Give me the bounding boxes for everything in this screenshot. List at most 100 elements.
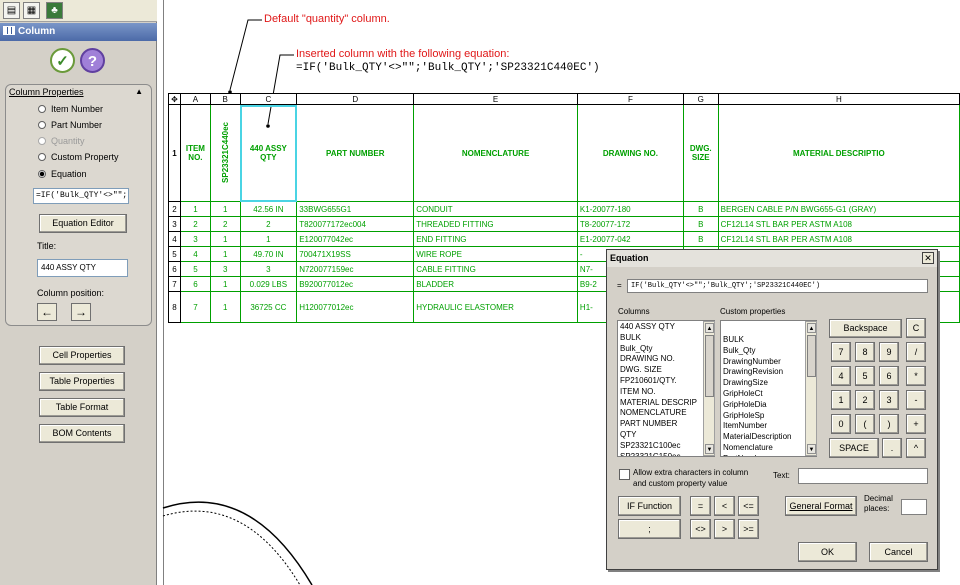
row-number[interactable]: 2 [168,201,181,217]
table-corner-icon[interactable]: ✥ [168,93,181,105]
cell-440-assy-qty[interactable]: 49.70 IN [239,246,298,262]
column-letter[interactable]: F [576,93,684,105]
custom-properties-scrollbar[interactable]: ▲ ▼ [805,321,817,456]
close-icon[interactable]: ✕ [922,252,934,264]
ok-button[interactable]: ✓ [50,48,75,73]
key-dot[interactable]: . [882,438,902,458]
cell-sp23321c440ec[interactable]: 1 [209,201,241,217]
feature-tree-icon[interactable]: ♣ [46,2,63,19]
cell-material-description[interactable]: CF12L14 STL BAR PER ASTM A108 [717,216,960,232]
header-drawing-no[interactable]: DRAWING NO. [576,104,684,202]
cell-item-no[interactable]: 2 [179,216,211,232]
key-9[interactable]: 9 [879,342,899,362]
key-1[interactable]: 1 [831,390,851,410]
key-divide[interactable]: / [906,342,926,362]
cell-sp23321c440ec[interactable]: 1 [209,246,241,262]
list-item[interactable]: DrawingNumber [723,356,781,366]
header-item-no[interactable]: ITEM NO. [179,104,211,202]
cell-item-no[interactable]: 1 [179,201,211,217]
list-item[interactable]: SP23321C100ec [620,440,681,450]
row-number[interactable]: 3 [168,216,181,232]
header-440-assy-qty[interactable]: 440 ASSY QTY [239,104,298,202]
cell-440-assy-qty[interactable]: 2 [239,216,298,232]
list-item[interactable]: NOMENCLATURE [620,408,687,418]
cell-sp23321c440ec[interactable]: 1 [209,231,241,247]
op-not-equal-button[interactable]: <> [690,519,711,539]
cell-part-number[interactable]: 700471X19SS [296,246,415,262]
cell-part-number[interactable]: H120077012ec [296,291,415,323]
text-input[interactable] [798,468,928,484]
table-format-button[interactable]: Table Format [39,398,125,417]
list-item[interactable]: Bulk_Qty [723,345,756,355]
column-letter[interactable]: E [413,93,578,105]
column-letter[interactable]: D [296,93,415,105]
cell-item-no[interactable]: 7 [179,291,211,323]
radio-custom-property[interactable]: Custom Property [38,152,119,162]
op-less-equal-button[interactable]: <= [738,496,759,516]
scroll-down-icon[interactable]: ▼ [807,444,816,454]
cell-dwg-size[interactable]: B [682,201,719,217]
list-item[interactable]: DRAWING NO. [620,354,675,364]
radio-equation[interactable]: Equation [38,169,87,179]
cell-part-number[interactable]: 33BWG655G1 [296,201,415,217]
row-number[interactable]: 1 [168,104,181,202]
header-sp23321c440ec[interactable]: SP23321C440ec [209,104,241,202]
cell-material-description[interactable]: CF12L14 STL BAR PER ASTM A108 [717,231,960,247]
key-minus[interactable]: - [906,390,926,410]
row-number[interactable]: 7 [168,276,181,292]
column-letter[interactable]: C [239,93,298,105]
key-4[interactable]: 4 [831,366,851,386]
bom-table[interactable]: ✥ A B C D E F G H 1 ITEM NO. SP23321C440… [168,93,960,323]
general-format-button[interactable]: General Format [785,496,857,516]
column-letter[interactable]: A [179,93,211,105]
row-number[interactable]: 5 [168,246,181,262]
list-item[interactable]: MATERIAL DESCRIP [620,397,697,407]
cell-440-assy-qty[interactable]: 3 [239,261,298,277]
config-manager-icon[interactable]: ▦ [23,2,40,19]
list-item[interactable]: QTY [620,429,637,439]
cell-nomenclature[interactable]: CONDUIT [413,201,578,217]
table-properties-button[interactable]: Table Properties [39,372,125,391]
scroll-thumb[interactable] [807,335,816,377]
cell-440-assy-qty[interactable]: 36725 CC [239,291,298,323]
cell-material-description[interactable]: BERGEN CABLE P/N BWG655-G1 (GRAY) [717,201,960,217]
property-manager-icon[interactable]: ▤ [3,2,20,19]
equation-field[interactable]: IF('Bulk_QTY'<>"";'Bulk_QTY';'SP23321C44… [627,279,928,293]
cell-part-number[interactable]: T820077172ec004 [296,216,415,232]
list-item[interactable]: SP23321C150ec [620,451,681,457]
move-left-button[interactable]: ← [37,303,57,321]
collapse-icon[interactable]: ▲ [135,87,143,96]
cell-440-assy-qty[interactable]: 0.029 LBS [239,276,298,292]
cell-item-no[interactable]: 5 [179,261,211,277]
equation-input[interactable]: =IF('Bulk_QTY'<>""; [33,188,129,204]
clear-button[interactable]: C [906,318,926,338]
cell-properties-button[interactable]: Cell Properties [39,346,125,365]
header-dwg-size[interactable]: DWG. SIZE [682,104,719,202]
key-plus[interactable]: + [906,414,926,434]
move-right-button[interactable]: → [71,303,91,321]
row-number[interactable]: 4 [168,231,181,247]
op-equal-button[interactable]: = [690,496,711,516]
bom-contents-button[interactable]: BOM Contents [39,424,125,443]
key-caret[interactable]: ^ [906,438,926,458]
columns-scrollbar[interactable]: ▲ ▼ [703,321,715,456]
cell-nomenclature[interactable]: BLADDER [413,276,578,292]
cell-dwg-size[interactable]: B [682,216,719,232]
ok-dialog-button[interactable]: OK [798,542,857,562]
key-3[interactable]: 3 [879,390,899,410]
cell-drawing-no[interactable]: T8-20077-172 [576,216,684,232]
key-multiply[interactable]: * [906,366,926,386]
key-5[interactable]: 5 [855,366,875,386]
radio-item-number[interactable]: Item Number [38,104,103,114]
op-less-button[interactable]: < [714,496,735,516]
backspace-button[interactable]: Backspace [829,319,902,338]
header-nomenclature[interactable]: NOMENCLATURE [413,104,578,202]
list-item[interactable]: Bulk_Qty [620,343,653,353]
key-close-paren[interactable]: ) [879,414,899,434]
scroll-thumb[interactable] [705,335,714,397]
key-8[interactable]: 8 [855,342,875,362]
list-item[interactable]: ITEM NO. [620,386,656,396]
cell-item-no[interactable]: 4 [179,246,211,262]
scroll-down-icon[interactable]: ▼ [705,444,714,454]
